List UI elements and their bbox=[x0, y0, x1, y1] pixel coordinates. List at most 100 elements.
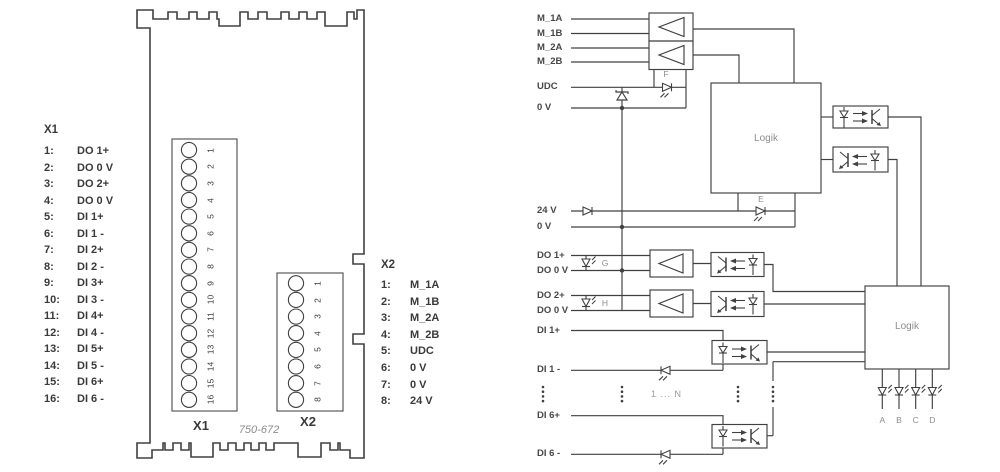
opto-do1-icon bbox=[716, 253, 758, 276]
pin-number: 8: bbox=[381, 395, 391, 408]
pin-row: 1:DO 1+ bbox=[44, 143, 113, 160]
pin-label: DI 6+ bbox=[77, 376, 104, 388]
channel-range-label: 1 ... N bbox=[651, 389, 683, 399]
logik1-label: Logik bbox=[754, 133, 778, 144]
pin-number: 6: bbox=[381, 361, 391, 374]
pin-label: DI 4 - bbox=[77, 326, 104, 339]
module-outline bbox=[136, 9, 365, 459]
opto-m1-icon bbox=[839, 106, 882, 129]
signal-label-m2a: M_2A bbox=[537, 42, 563, 53]
x2-connector bbox=[276, 272, 344, 412]
pin-label: DI 4+ bbox=[77, 310, 104, 322]
pin-row: 10: DI 3 - bbox=[44, 292, 113, 309]
signal-label-udc: UDC bbox=[537, 81, 558, 92]
led-b-icon bbox=[894, 384, 910, 396]
logik2-box bbox=[864, 285, 950, 370]
x1-connector bbox=[171, 138, 238, 412]
pin-row: 4: DO 0 V bbox=[44, 193, 113, 210]
pin-number: 7: bbox=[44, 244, 54, 256]
pin-row: 13:DI 5+ bbox=[44, 341, 113, 358]
led-a-icon bbox=[877, 384, 893, 396]
pin-row: 11:DI 4+ bbox=[44, 308, 113, 325]
led-di1-icon bbox=[658, 365, 671, 381]
pin-row: 3:DO 2+ bbox=[44, 176, 113, 193]
pin-number: 10: bbox=[44, 293, 60, 306]
pin-label: DI 5 - bbox=[77, 359, 104, 372]
led-f-label: F bbox=[663, 69, 669, 79]
pin-label: DI 2+ bbox=[77, 244, 104, 256]
pin-label: DO 0 V bbox=[77, 161, 114, 174]
diode-24v-icon bbox=[582, 206, 593, 216]
signal-label-di6m: DI 6 - bbox=[537, 448, 561, 460]
status-led-b-label: B bbox=[896, 415, 902, 425]
pin-number: 1: bbox=[381, 279, 391, 291]
pin-label: DO 1+ bbox=[77, 145, 110, 157]
pin-number: 2: bbox=[44, 161, 54, 174]
pin-row: 7: DI 2+ bbox=[44, 242, 113, 259]
junction-dots bbox=[619, 105, 625, 273]
pin-label: DI 1+ bbox=[77, 211, 104, 223]
led-di6-icon bbox=[658, 449, 671, 465]
pin-label: M_2B bbox=[410, 328, 440, 341]
pin-number: 6: bbox=[44, 227, 54, 240]
pin-row: 6: DI 1 - bbox=[44, 226, 113, 243]
opto-di6-icon bbox=[718, 425, 761, 448]
pin-label: DI 1 - bbox=[77, 227, 104, 240]
pin-row: 3: M_2A bbox=[381, 310, 439, 327]
pin-row: 12: DI 4 - bbox=[44, 325, 113, 342]
x1-connector-caption: X1 bbox=[193, 418, 209, 433]
pin-row: 9: DI 3+ bbox=[44, 275, 113, 292]
status-led-d-label: D bbox=[929, 415, 936, 425]
pin-number: 15: bbox=[44, 376, 60, 388]
signal-label-m2b: M_2B bbox=[537, 56, 563, 67]
pin-number: 3: bbox=[44, 178, 54, 190]
part-number: 750-672 bbox=[238, 424, 280, 436]
led-e-icon bbox=[753, 206, 766, 222]
pin-number: 5: bbox=[44, 211, 54, 223]
opto-do2-icon bbox=[716, 293, 758, 316]
logik2-label: Logik bbox=[895, 321, 919, 332]
pin-label: M_2A bbox=[410, 312, 440, 325]
pin-label: M_1B bbox=[410, 295, 440, 308]
pin-row: 4:M_2B bbox=[381, 327, 439, 344]
pin-row: 5: DI 1+ bbox=[44, 209, 113, 226]
pin-row: 5:UDC bbox=[381, 343, 439, 360]
x1-conn-num: 16 bbox=[205, 395, 216, 405]
pin-label: UDC bbox=[410, 345, 434, 358]
pin-row: 2:M_1B bbox=[381, 294, 439, 311]
pin-row: 16: DI 6 - bbox=[44, 391, 113, 408]
pin-number: 9: bbox=[44, 277, 54, 289]
pin-label: 0 V bbox=[410, 378, 427, 391]
signal-label-di1m: DI 1 - bbox=[537, 364, 561, 376]
pin-number: 16: bbox=[44, 392, 60, 405]
signal-label-24v: 24 V bbox=[537, 205, 557, 216]
x2-connector-caption: X2 bbox=[300, 414, 316, 429]
pin-row: 6: 0 V bbox=[381, 360, 439, 377]
x2-pin-list: 1:M_1A 2:M_1B 3:M_2A 4:M_2B 5:UDC 6:0 V … bbox=[381, 277, 439, 410]
pin-number: 12: bbox=[44, 326, 60, 339]
signal-label-m1a: M_1A bbox=[537, 13, 563, 24]
x1-list-header: X1 bbox=[44, 124, 59, 136]
logik1-box bbox=[710, 82, 822, 194]
pin-number: 4: bbox=[44, 194, 54, 207]
led-h-icon bbox=[581, 295, 597, 308]
signal-label-di6p: DI 6+ bbox=[537, 409, 560, 421]
status-led-c-label: C bbox=[912, 415, 919, 425]
pin-label: DO 0 V bbox=[77, 194, 114, 207]
pin-label: DI 6 - bbox=[77, 392, 104, 405]
pin-label: DI 3+ bbox=[77, 277, 104, 289]
pin-label: DI 3 - bbox=[77, 293, 104, 306]
signal-label-do0v-1: DO 0 V bbox=[537, 264, 569, 276]
signal-label-m1b: M_1B bbox=[537, 27, 563, 39]
signal-label-do1: DO 1+ bbox=[537, 249, 565, 261]
signal-label-0v-1: 0 V bbox=[537, 102, 552, 113]
pin-number: 3: bbox=[381, 312, 391, 325]
pin-row: 1:M_1A bbox=[381, 277, 439, 294]
opto-m2-icon bbox=[838, 149, 880, 172]
pin-label: 0 V bbox=[410, 361, 427, 374]
pin-row: 8:24 V bbox=[381, 393, 439, 410]
x2-connector-circles bbox=[287, 275, 305, 408]
signal-label-di1p: DI 1+ bbox=[537, 324, 560, 336]
